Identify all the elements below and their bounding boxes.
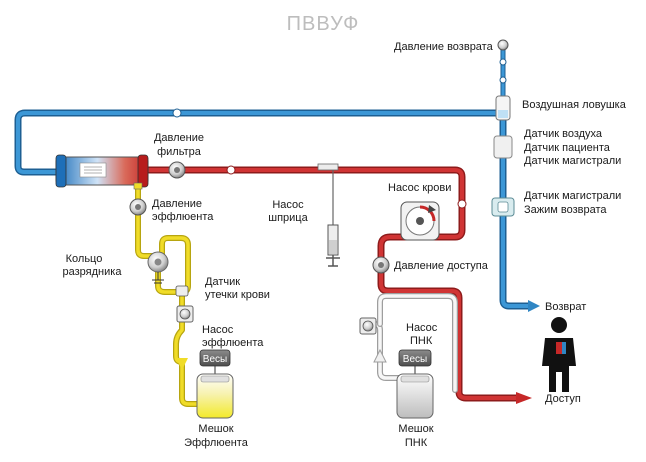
label-blood-leak-1: Датчик xyxy=(205,276,240,288)
pbp-pump-pod-icon xyxy=(359,317,377,335)
blue-line-clamp-2-icon xyxy=(499,58,507,66)
page-title: ПВВУФ xyxy=(287,13,360,35)
access-pressure-pod-icon xyxy=(372,256,390,274)
blue-line-clamp-3-icon xyxy=(499,76,507,84)
return-pressure-pod-icon xyxy=(497,39,509,51)
red-line-clamp-icon xyxy=(226,165,236,175)
label-return-clamp: Зажим возврата xyxy=(524,204,607,216)
label-effluent-pressure-1: Давление xyxy=(152,198,202,210)
label-syringe-pump-2: шприца xyxy=(268,212,308,224)
label-discharge-ring-2: разрядника xyxy=(63,266,123,278)
red-line-clamp-2-icon xyxy=(457,199,467,209)
label-discharge-ring-1: Кольцо xyxy=(66,253,103,265)
label-filter-pressure-2: фильтра xyxy=(157,146,202,158)
label-air-sensor: Датчик воздуха xyxy=(524,128,603,140)
syringe-connector-icon xyxy=(317,163,339,225)
label-effluent-pressure-2: эффлюента xyxy=(152,211,214,223)
label-pbp-bag-2: ПНК xyxy=(405,437,428,449)
label-line-sensor: Датчик магистрали xyxy=(524,155,621,167)
return-clamp-icon xyxy=(491,197,515,217)
effluent-pump-pod-icon xyxy=(176,305,194,323)
label-return-pressure: Давление возврата xyxy=(394,41,494,53)
effluent-bag-icon xyxy=(196,373,234,419)
return-arrow-icon xyxy=(528,300,540,312)
discharge-ring-icon xyxy=(147,251,169,284)
label-blood-leak-2: утечки крови xyxy=(205,289,270,301)
blood-leak-detector-icon xyxy=(175,285,189,297)
label-filter-pressure-1: Давление xyxy=(154,132,204,144)
patient-icon xyxy=(542,317,576,392)
effluent-arrow-icon xyxy=(176,358,188,370)
label-patient-sensor: Датчик пациента xyxy=(524,142,611,154)
air-trap-icon xyxy=(495,95,511,121)
label-pbp-pump-1: Насос xyxy=(406,322,438,334)
label-blood-pump: Насос крови xyxy=(388,182,451,194)
pbp-bag-icon xyxy=(396,373,434,419)
filter-pressure-pod-icon xyxy=(168,161,186,179)
label-effluent-pump-1: Насос xyxy=(202,324,234,336)
label-return: Возврат xyxy=(545,301,586,313)
label-pbp-pump-2: ПНК xyxy=(410,335,433,347)
access-connector-icon xyxy=(516,392,532,404)
label-access-pressure: Давление доступа xyxy=(394,260,489,272)
blood-pump-icon xyxy=(400,201,440,241)
pbp-scale-label: Весы xyxy=(403,354,427,365)
label-effluent-pump-2: эффлюента xyxy=(202,337,264,349)
effluent-scale-label: Весы xyxy=(203,354,227,365)
syringe-icon xyxy=(326,224,340,267)
label-effluent-bag-2: Эффлюента xyxy=(184,437,249,449)
air-sensor-block-icon xyxy=(493,135,513,159)
blue-line-clamp-icon xyxy=(172,108,182,118)
label-air-trap: Воздушная ловушка xyxy=(522,99,627,111)
label-pbp-bag-1: Мешок xyxy=(398,423,433,435)
label-effluent-bag-1: Мешок xyxy=(198,423,233,435)
label-access: Доступ xyxy=(545,393,581,405)
pbp-arrow-icon xyxy=(373,348,387,363)
label-line-sensor-2: Датчик магистрали xyxy=(524,190,621,202)
hemofilter xyxy=(55,154,149,190)
label-syringe-pump-1: Насос xyxy=(272,199,304,211)
effluent-pressure-pod-icon xyxy=(129,198,147,216)
